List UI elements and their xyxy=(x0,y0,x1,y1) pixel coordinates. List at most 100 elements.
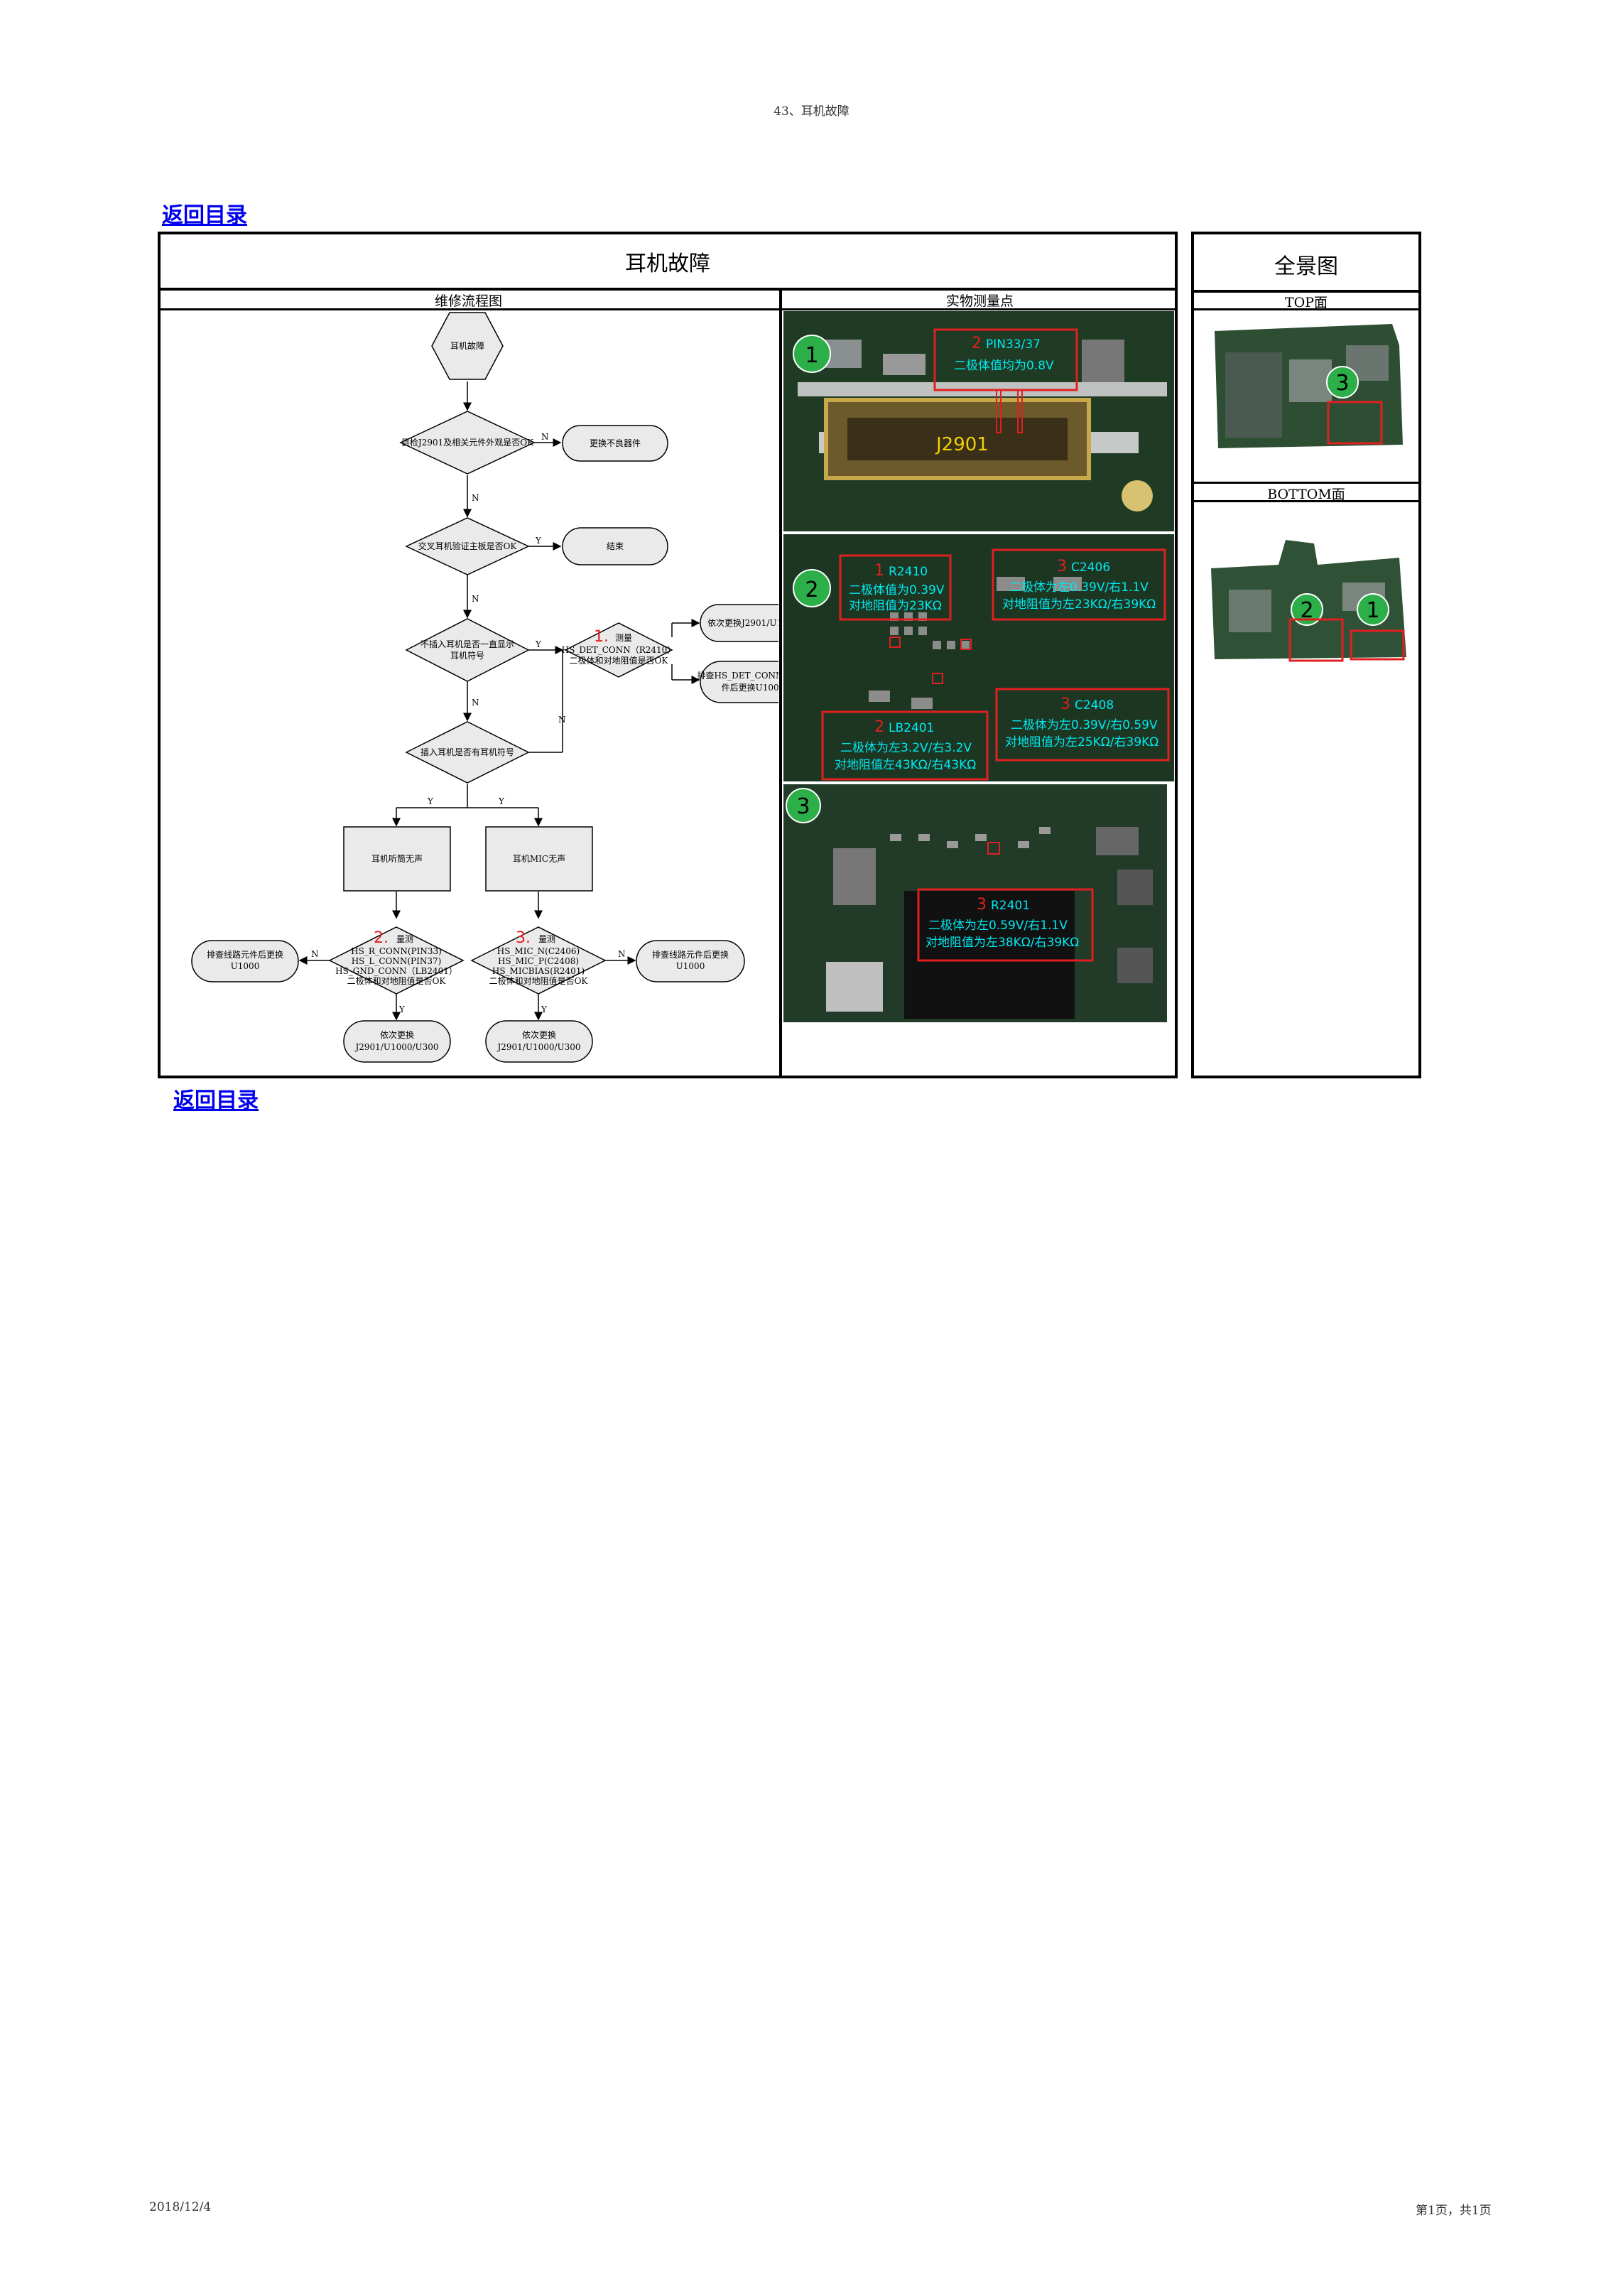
replace-right-text-2: J2901/U1000/U300 xyxy=(496,1042,580,1052)
main-table-title: 耳机故障 xyxy=(625,251,710,276)
label-y: Y xyxy=(541,1004,548,1014)
label-n: N xyxy=(618,949,626,959)
r2401-number: 3 xyxy=(977,896,987,914)
decision-icon-when-inserted-text: 插入耳机是否有耳机符号 xyxy=(420,747,514,757)
label-n: N xyxy=(311,949,319,959)
decision-visual-check xyxy=(399,411,536,475)
flow-column-header: 维修流程图 xyxy=(434,293,502,309)
back-to-toc-link-top[interactable]: 返回目录 xyxy=(162,204,247,227)
measure2-number: 2. xyxy=(374,929,389,947)
lb2401-line-2: 对地阻值左43KΩ/右43KΩ xyxy=(835,758,976,772)
label-n: N xyxy=(472,594,479,604)
photo3-circle-number: 3 xyxy=(796,794,810,819)
replace-j2901-text: 依次更换J2901/U1000 xyxy=(707,617,778,628)
measure3-text-5: 二极体和对地阻值是否OK xyxy=(489,975,589,986)
replace-left-node xyxy=(343,1020,451,1063)
r2401-line-1: 二极体为左0.59V/右1.1V xyxy=(928,919,1068,933)
start-node xyxy=(431,312,504,380)
lb2401-number: 2 xyxy=(874,718,884,736)
measure3-text-2: HS_MIC_N(C2406) xyxy=(497,946,580,956)
photo-column-header: 实物测量点 xyxy=(945,293,1014,309)
replace-left-text-1: 依次更换 xyxy=(380,1029,414,1040)
measure3-number: 3. xyxy=(516,929,531,947)
end-node xyxy=(562,527,668,565)
measure3-text-3: HS_MIC_P(C2408) xyxy=(498,956,579,966)
footer-date: 2018/12/4 xyxy=(149,2200,212,2214)
overview-title: 全景图 xyxy=(1274,254,1338,279)
r2410-line-1: 二极体值为0.39V xyxy=(849,583,945,597)
r2401-name: R2401 xyxy=(991,899,1030,913)
c2406-number: 3 xyxy=(1057,558,1067,575)
measure1-text-2: HS_DET_CONN（R2410） xyxy=(562,645,676,655)
replace-right-node xyxy=(485,1020,593,1063)
c2408-line-2: 对地阻值为左25KΩ/右39KΩ xyxy=(1005,735,1158,749)
r2401-line-2: 对地阻值为左38KΩ/右39KΩ xyxy=(926,936,1079,950)
label-y: Y xyxy=(498,796,505,806)
main-table xyxy=(158,232,1178,1078)
measure3-text-1: 量测 xyxy=(538,934,555,944)
check-line-left-text-1: 排查线路元件后更换 xyxy=(207,949,283,960)
measure1-text-3: 二极体和对地阻值是否OK xyxy=(570,655,669,666)
label-n: N xyxy=(472,493,479,503)
r2410-name: R2410 xyxy=(889,565,928,579)
photo1-connector-label: J2901 xyxy=(935,434,989,455)
photo-j2901: 1 2 PIN33/37 二极体值均为0.8V J2901 xyxy=(783,311,1174,531)
r2410-line-2: 对地阻值为23KΩ xyxy=(849,599,942,613)
replace-bad-node xyxy=(562,425,668,462)
check-line-right-node xyxy=(636,940,745,982)
back-to-toc-link-bottom[interactable]: 返回目录 xyxy=(173,1089,259,1112)
bottom-side-label: BOTTOM面 xyxy=(1267,487,1345,502)
end-text: 结束 xyxy=(607,541,624,551)
c2408-line-1: 二极体为左0.39V/右0.59V xyxy=(1011,718,1158,732)
c2408-name: C2408 xyxy=(1075,698,1114,713)
mic-no-sound-text: 耳机MIC无声 xyxy=(513,854,565,864)
replace-bad-text: 更换不良器件 xyxy=(590,438,641,448)
measure1-text-1: 测量 xyxy=(615,633,632,643)
decision-measure-det xyxy=(564,622,673,678)
board-top-view: 3 xyxy=(1207,317,1410,452)
measure2-text-1: 量测 xyxy=(396,934,413,944)
label-y: Y xyxy=(398,1004,406,1014)
decision-icon-when-inserted xyxy=(405,721,530,784)
c2406-line-2: 对地阻值为左23KΩ/右39KΩ xyxy=(1002,597,1156,612)
decision-visual-check-text: 目检J2901及相关元件外观是否OK xyxy=(401,437,534,448)
c2406-line-1: 二极体为左0.39V/右1.1V xyxy=(1009,580,1149,595)
measure1-number: 1. xyxy=(594,628,609,646)
label-n: N xyxy=(541,432,549,442)
replace-j2901-node xyxy=(700,604,778,642)
measure3-text-4: HS_MICBIAS(R2401) xyxy=(492,966,585,976)
decision-always-shows-icon-text-1: 不插入耳机是否一直显示 xyxy=(420,639,514,649)
check-line-right-text-1: 排查线路元件后更换 xyxy=(652,949,729,960)
c2408-number: 3 xyxy=(1060,695,1070,713)
board-bottom-view: 2 1 xyxy=(1200,526,1413,668)
check-det-line-node xyxy=(700,661,778,703)
lb2401-name: LB2401 xyxy=(889,721,934,735)
top-marker-number: 3 xyxy=(1335,371,1349,396)
bottom-marker-number-1: 1 xyxy=(1366,598,1379,623)
receiver-no-sound-text: 耳机听筒无声 xyxy=(371,853,423,864)
decision-always-shows-icon-text-2: 耳机符号 xyxy=(450,650,484,661)
measure2-text-2: HS_R_CONN(PIN33) xyxy=(351,946,442,956)
check-line-right-text-2: U1000 xyxy=(676,961,705,971)
mic-no-sound-node xyxy=(485,826,593,892)
decision-measure-hs xyxy=(328,926,465,995)
photo1-red-number: 2 xyxy=(972,335,982,352)
start-text: 耳机故障 xyxy=(450,340,484,351)
decision-cross-check-text: 交叉耳机验证主板是否OK xyxy=(418,541,518,551)
decision-always-shows-icon xyxy=(405,618,530,682)
photo-r2401: 3 3 R2401 二极体为左0.59V/右1.1V 对地阻值为左38KΩ/右3… xyxy=(783,784,1167,1022)
photo-audio-components: 2 1 R2410 二极体值为0.39V 对地阻值为23KΩ 3 C2406 二… xyxy=(783,534,1174,781)
label-n: N xyxy=(472,698,479,708)
label-y: Y xyxy=(535,639,542,649)
measure2-text-4: HS_GND_CONN（LB2401） xyxy=(335,966,457,976)
photo1-circle-number: 1 xyxy=(805,343,818,368)
c2406-name: C2406 xyxy=(1071,561,1110,575)
bottom-marker-number-2: 2 xyxy=(1300,598,1313,623)
repair-flowchart: 耳机故障 目检J2901及相关元件外观是否OK N 更换不良器件 N 交叉耳机验… xyxy=(191,312,778,1063)
footer-page: 第1页，共1页 xyxy=(1416,2204,1492,2218)
check-det-line-text-2: 件后更换U1000 xyxy=(722,683,778,693)
check-line-left-node xyxy=(191,940,299,982)
decision-measure-mic xyxy=(470,926,607,995)
replace-right-text-1: 依次更换 xyxy=(522,1029,556,1040)
photo1-value-label: 二极体值均为0.8V xyxy=(954,359,1054,373)
